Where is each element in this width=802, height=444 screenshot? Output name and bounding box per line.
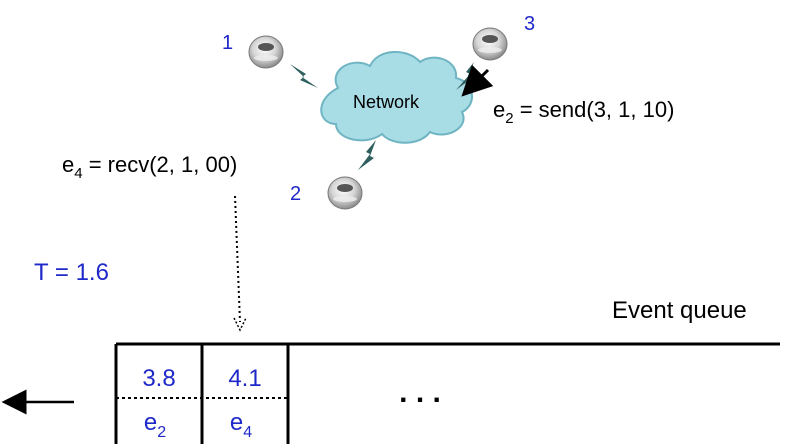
enqueue-arrow: [234, 195, 241, 323]
event-queue-title: Event queue: [612, 297, 747, 324]
queue-cell-event: e2: [144, 409, 166, 441]
node-1-label: 1: [222, 32, 233, 54]
lightning-bolt-icon: [290, 64, 318, 88]
queue-cell: 4.1 e4: [228, 365, 261, 441]
cloud-icon: Network: [320, 50, 473, 144]
sensor-node-icon: [248, 35, 284, 69]
time-label: T = 1.6: [34, 259, 109, 286]
sensor-node-icon: [472, 27, 508, 61]
queue-cell: 3.8 e2: [142, 365, 175, 441]
queue-cell-time: 4.1: [228, 365, 261, 392]
recv-event-label: e4 = recv(2, 1, 00): [62, 152, 237, 182]
queue-cell-time: 3.8: [142, 365, 175, 392]
node-3: 3: [456, 13, 535, 97]
network-label: Network: [353, 92, 420, 112]
sensor-node-icon: [327, 176, 363, 210]
node-1: 1: [222, 32, 318, 88]
queue-cell-event: e4: [230, 409, 252, 441]
send-arrow: [461, 64, 494, 97]
node-2: 2: [290, 140, 376, 210]
lightning-bolt-icon: [358, 140, 376, 170]
node-2-label: 2: [290, 183, 301, 205]
queue-ellipsis: . . .: [399, 376, 441, 409]
event-queue: 3.8 e2 4.1 e4 . . .: [114, 342, 780, 444]
node-3-label: 3: [524, 13, 535, 35]
send-event-label: e2 = send(3, 1, 10): [493, 97, 674, 127]
